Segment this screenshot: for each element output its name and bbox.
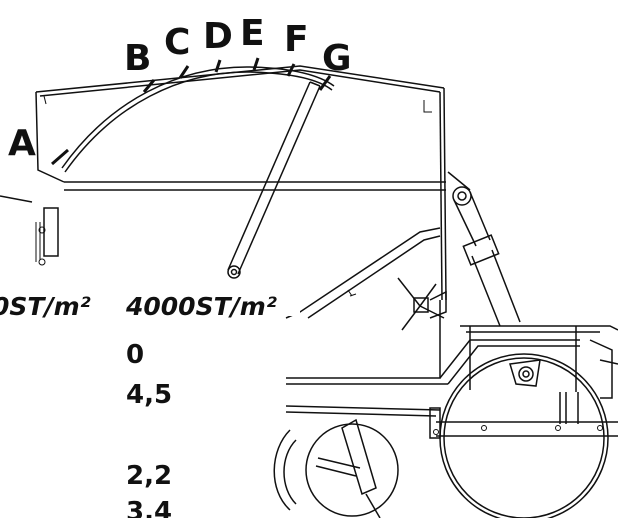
left-frame <box>0 195 59 266</box>
table-backdrop-values <box>110 336 200 518</box>
table-value: 2,2 <box>126 461 172 491</box>
lower-frame <box>285 300 618 424</box>
scale-tick <box>286 63 296 77</box>
seed-scale-arc <box>61 66 335 173</box>
table-value: 3,4 <box>126 497 172 518</box>
table-header-right: 4000ST/m² <box>125 292 277 321</box>
scale-letter-f: F <box>284 19 309 60</box>
scale-tick <box>51 148 69 166</box>
scale-tick <box>252 57 260 71</box>
scale-ticks <box>51 57 332 166</box>
scale-letters: A B C D E F G <box>8 13 352 164</box>
scale-tick <box>318 75 332 91</box>
hopper-body <box>35 65 447 301</box>
table-value: 4,5 <box>126 380 172 410</box>
table-backdrop <box>0 292 300 316</box>
seed-shaft <box>285 227 447 331</box>
depth-wheel <box>429 353 618 518</box>
scale-letter-d: D <box>203 16 233 57</box>
scale-letter-c: C <box>164 22 190 63</box>
scale-tick <box>214 59 222 73</box>
table-header-left: 0ST/m² <box>0 292 91 321</box>
hydraulic-cylinder <box>447 171 521 327</box>
table-value: 0 <box>126 340 144 370</box>
seed-rate-table: 0ST/m² 4000ST/m² 0 4,5 2,2 3,4 <box>0 292 277 518</box>
scale-tick <box>178 65 190 79</box>
scale-tick <box>142 79 156 93</box>
scale-letter-e: E <box>240 13 265 54</box>
coulter-discs <box>273 418 399 518</box>
scale-letter-b: B <box>124 38 151 79</box>
scale-letter-g: G <box>322 38 352 79</box>
adjusting-lever <box>227 81 321 279</box>
scale-letter-a: A <box>8 123 36 164</box>
